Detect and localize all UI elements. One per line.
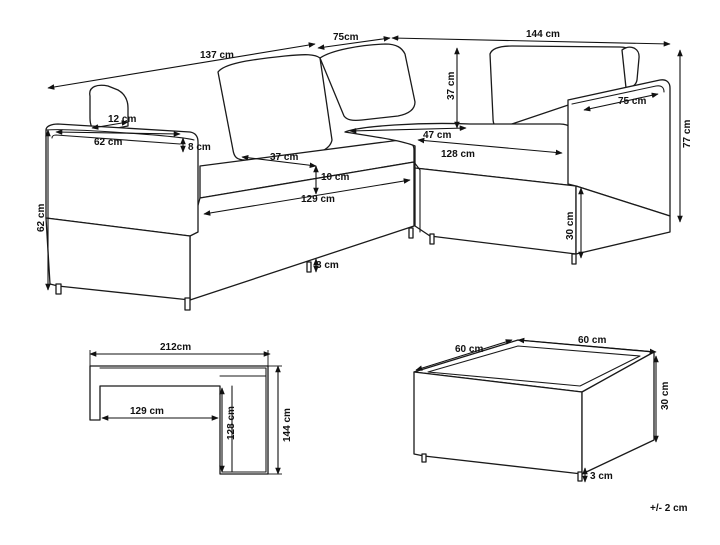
right-base-front <box>414 167 577 255</box>
table-left-side <box>413 371 583 475</box>
table-leg <box>421 453 427 463</box>
sofa-leg <box>571 253 577 265</box>
label-armrest-height: 8 cm <box>188 142 211 153</box>
label-right-seat-length: 128 cm <box>441 149 475 160</box>
corner-sofa-drawing <box>45 43 671 311</box>
coffee-table-drawing: 60 cm 60 cm 30 cm 3 cm <box>413 335 671 483</box>
label-table-leg-height: 3 cm <box>590 471 613 482</box>
corner-back-cushion <box>319 43 416 122</box>
sofa-leg <box>429 233 435 245</box>
plan-outline <box>89 365 269 475</box>
sofa-leg <box>306 261 312 273</box>
label-left-depth: 62 cm <box>94 137 122 148</box>
label-left-height: 62 cm <box>36 204 47 232</box>
dim-line-right-width <box>391 35 671 47</box>
label-corner-width: 75cm <box>333 32 359 43</box>
top-plan-view: 212cm 129 cm 128 cm 144 cm <box>89 342 293 475</box>
label-total-height: 77 cm <box>682 120 693 148</box>
left-armrest <box>45 123 199 237</box>
dim-line-corner-width <box>317 36 391 50</box>
label-armrest-width: 12 cm <box>108 114 136 125</box>
dim-line-left-width <box>47 42 316 90</box>
tolerance-note: +/- 2 cm <box>650 503 688 514</box>
label-seat-width: 47 cm <box>423 130 451 141</box>
label-table-height: 30 cm <box>660 382 671 410</box>
label-table-depth: 60 cm <box>455 344 483 355</box>
table-leg <box>577 471 583 482</box>
label-table-width: 60 cm <box>578 335 606 346</box>
dim-line-table-width <box>517 337 657 355</box>
dim-line-seat-depth <box>241 154 317 169</box>
left-back-cushion <box>217 54 333 161</box>
dim-line-armrest-width <box>91 120 129 130</box>
dim-line-right-seat-length <box>417 137 563 156</box>
label-seat-height: 30 cm <box>565 212 576 240</box>
label-seat-depth: 37 cm <box>270 152 298 163</box>
label-plan-inner-depth: 128 cm <box>226 406 237 440</box>
label-cushion-thickness: 10 cm <box>321 172 349 183</box>
sofa-dimensions: 137 cm 75cm 144 cm 37 cm 77 cm 75 cm 12 … <box>36 29 693 291</box>
dim-line-seat-width <box>349 125 467 134</box>
label-left-seat-length: 129 cm <box>301 194 335 205</box>
dim-line-left-seat-length <box>203 178 411 216</box>
dim-line-left-depth <box>55 129 181 137</box>
label-plan-depth: 144 cm <box>282 408 293 442</box>
label-right-width: 144 cm <box>526 29 560 40</box>
dim-line-table-depth <box>415 339 513 371</box>
sofa-leg <box>55 283 62 295</box>
sofa-leg <box>408 227 414 239</box>
label-right-seat-depth: 75 cm <box>618 96 646 107</box>
label-plan-inner-width: 129 cm <box>130 406 164 417</box>
label-back-height: 37 cm <box>446 72 457 100</box>
right-end-base <box>575 185 671 255</box>
label-plan-width: 212cm <box>160 342 191 353</box>
sofa-leg <box>184 297 191 311</box>
label-leg-height: 3 cm <box>316 260 339 271</box>
dim-line-right-seat-depth <box>583 92 659 112</box>
label-left-width: 137 cm <box>200 50 234 61</box>
